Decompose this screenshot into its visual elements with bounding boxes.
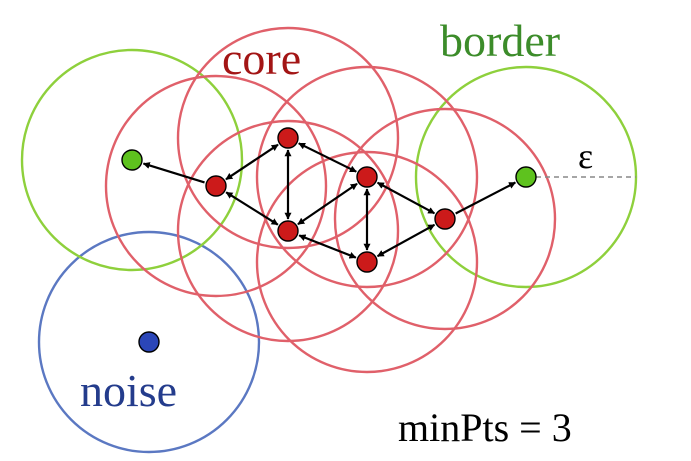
core-point — [277, 220, 299, 242]
link-c3-c6 — [298, 234, 357, 259]
core-point — [356, 251, 378, 273]
border-point — [515, 166, 537, 188]
noise-label: noise — [80, 365, 178, 416]
core-neighborhood-circle — [176, 26, 400, 250]
core-point — [434, 208, 456, 230]
link-c1-c2 — [225, 143, 279, 181]
epsilon-label: ε — [578, 136, 594, 176]
link-c3-c4 — [297, 182, 358, 226]
border-label: border — [440, 15, 561, 66]
min-pts-label: minPts = 3 — [398, 405, 572, 450]
core-point — [356, 166, 378, 188]
link-c4-c5 — [376, 181, 436, 215]
noise-neighborhood-circle — [37, 230, 261, 454]
density-links — [142, 142, 516, 259]
link-c1-c3 — [225, 191, 279, 226]
link-c2-c4 — [298, 142, 357, 173]
noise-point — [138, 331, 160, 353]
data-points — [121, 127, 537, 353]
border-point — [121, 149, 143, 171]
core-point — [277, 127, 299, 149]
link-c1-b1 — [142, 162, 205, 184]
core-label: core — [222, 33, 302, 84]
link-c6-c5 — [376, 223, 436, 258]
core-neighborhood-circle — [255, 150, 479, 374]
core-point — [205, 175, 227, 197]
link-c5-b2 — [455, 181, 516, 215]
